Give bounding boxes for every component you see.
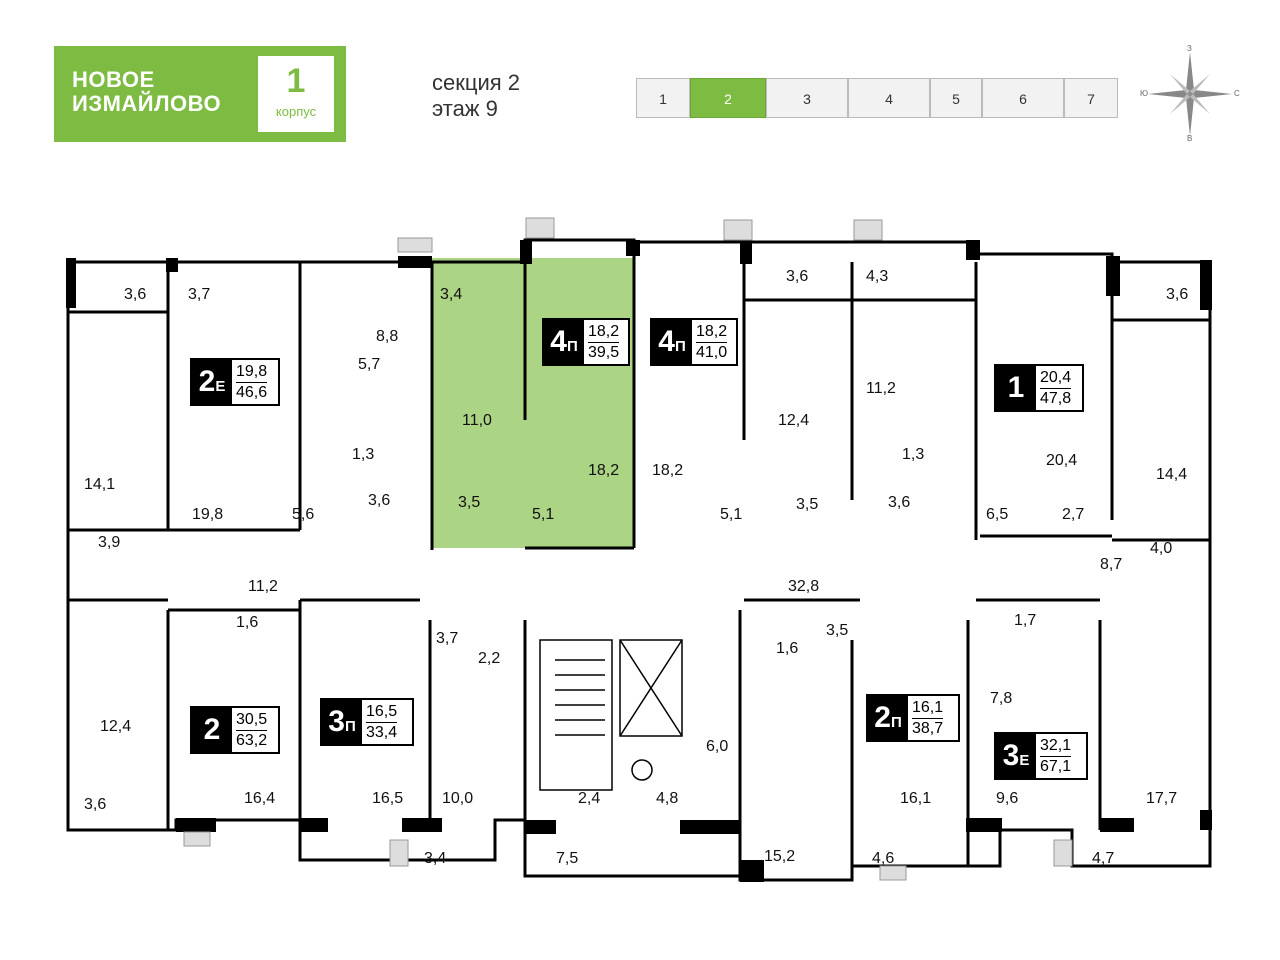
compass-west: Ю (1140, 89, 1149, 98)
stair-core (539, 639, 683, 791)
section-tab-4[interactable]: 4 (848, 78, 930, 118)
room-area-label: 11,2 (866, 380, 896, 397)
room-area-label: 1,6 (776, 640, 799, 657)
room-area-label: 3,5 (458, 494, 481, 511)
room-area-label: 18,2 (588, 462, 620, 479)
room-area-label: 3,5 (796, 496, 819, 513)
section-tab-6[interactable]: 6 (982, 78, 1064, 118)
apt-total-area: 46,6 (236, 383, 268, 401)
room-area-label: 3,4 (440, 286, 463, 303)
room-area-label: 1,6 (236, 614, 259, 631)
room-area-label: 12,4 (778, 412, 810, 429)
room-area-label: 18,2 (652, 462, 684, 479)
room-area-label: 3,6 (124, 286, 147, 303)
room-area-label: 5,6 (292, 506, 315, 523)
room-area-label: 2,2 (478, 650, 501, 667)
section-tab-5[interactable]: 5 (930, 78, 982, 118)
apt-living-area: 19,8 (236, 362, 268, 383)
compass-south: В (1187, 134, 1193, 143)
room-area-label: 5,7 (358, 356, 381, 373)
room-area-label: 2,4 (578, 790, 601, 807)
room-area-label: 3,7 (436, 630, 459, 647)
room-area-label: 3,6 (888, 494, 911, 511)
section-tab-7[interactable]: 7 (1064, 78, 1118, 118)
room-area-label: 3,9 (98, 534, 121, 551)
room-area-label: 10,0 (442, 790, 474, 807)
room-area-label: 4,0 (1150, 540, 1173, 557)
room-area-label: 16,5 (372, 790, 404, 807)
logo-line-1: новое (72, 67, 155, 92)
korpus-box: 1 корпус (256, 54, 336, 134)
room-area-label: 7,8 (990, 690, 1013, 707)
room-area-label: 12,4 (100, 718, 132, 735)
room-area-label: 16,1 (900, 790, 932, 807)
room-area-label: 17,7 (1146, 790, 1178, 807)
room-area-label: 14,4 (1156, 466, 1188, 483)
room-area-label: 2,7 (1062, 506, 1085, 523)
walls (66, 238, 1212, 882)
compass-north: З (1187, 44, 1192, 53)
balconies (183, 217, 1073, 881)
section-tab-1[interactable]: 1 (636, 78, 690, 118)
room-area-label: 3,6 (84, 796, 107, 813)
room-area-label: 9,6 (996, 790, 1019, 807)
compass-rose-icon (1148, 52, 1232, 136)
korpus-number: 1 (286, 62, 306, 100)
section-tab-2[interactable]: 2 (690, 78, 766, 118)
room-area-label: 1,7 (1014, 612, 1037, 629)
section-tab-3[interactable]: 3 (766, 78, 848, 118)
wall-stubs (66, 240, 1212, 882)
room-area-label: 4,6 (872, 850, 895, 867)
logo-text: новое измайлово (72, 68, 221, 116)
room-area-label: 14,1 (84, 476, 116, 493)
room-area-label: 20,4 (1046, 452, 1078, 469)
room-area-label: 6,5 (986, 506, 1009, 523)
room-area-label: 8,8 (376, 328, 399, 345)
room-area-label: 3,7 (188, 286, 211, 303)
room-area-label: 8,7 (1100, 556, 1123, 573)
room-area-label: 4,3 (866, 268, 889, 285)
room-area-label: 4,8 (656, 790, 679, 807)
room-area-label: 3,6 (786, 268, 809, 285)
highlighted-apartment[interactable] (432, 258, 634, 548)
room-area-label: 6,0 (706, 738, 729, 755)
section-label: секция 2 (432, 70, 521, 95)
apt-code: 2 (198, 365, 216, 398)
room-area-label: 15,2 (764, 848, 796, 865)
room-area-label: 3,5 (826, 622, 849, 639)
room-area-label: 19,8 (192, 506, 224, 523)
room-area-label: 3,4 (424, 850, 447, 867)
room-area-label: 16,4 (244, 790, 276, 807)
room-area-label: 5,1 (532, 506, 555, 523)
room-area-label: 7,5 (556, 850, 579, 867)
room-area-label: 3,6 (1166, 286, 1189, 303)
floor-label: этаж 9 (432, 96, 498, 121)
room-area-label: 32,8 (788, 578, 820, 595)
room-area-label: 4,7 (1092, 850, 1115, 867)
korpus-label: корпус (275, 104, 317, 119)
room-area-label: 1,3 (352, 446, 375, 463)
logo-line-2: измайлово (72, 91, 222, 116)
room-area-label: 11,2 (248, 578, 278, 595)
compass: З С В Ю (1140, 44, 1240, 144)
room-area-label: 5,1 (720, 506, 743, 523)
room-area-label: 1,3 (902, 446, 925, 463)
room-area-label: 3,6 (368, 492, 391, 509)
compass-east: С (1234, 89, 1240, 98)
room-area-label: 11,0 (462, 412, 492, 429)
